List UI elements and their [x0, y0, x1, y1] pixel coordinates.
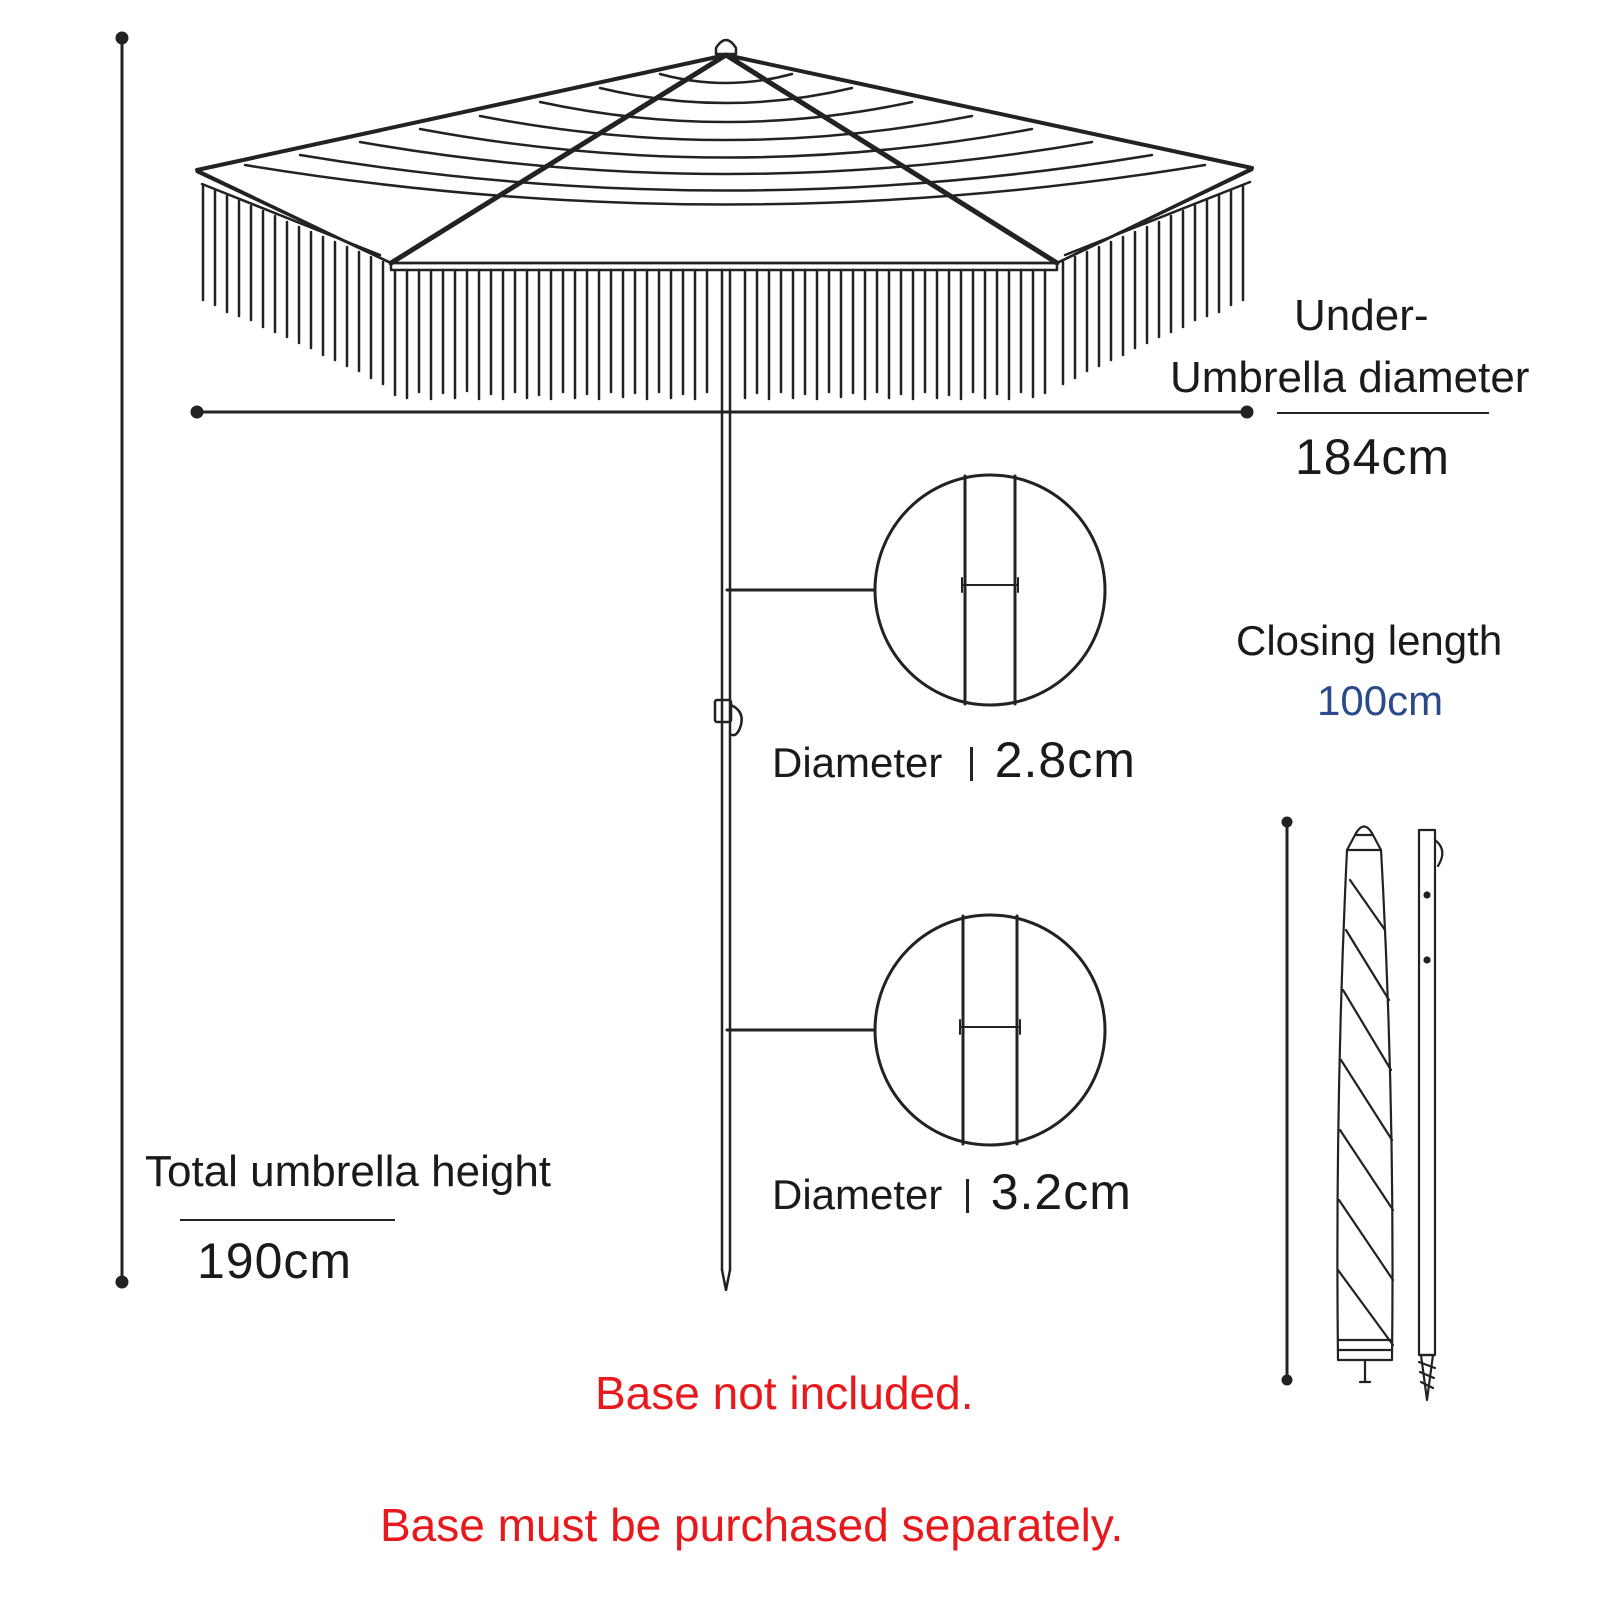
diameter-value-rule: [1277, 412, 1489, 414]
pole-bottom-diameter-label: Diameter 3.2cm: [772, 1167, 1132, 1217]
pole-top-separator: [970, 747, 974, 781]
height-value: 190cm: [197, 1233, 353, 1289]
pole-bottom-diameter-value: 3.2cm: [990, 1164, 1132, 1220]
diameter-value: 184cm: [1295, 429, 1451, 485]
closing-length-label: Closing length: [1236, 617, 1503, 664]
notice-base-not-included: Base not included.: [595, 1367, 974, 1419]
height-dimension-line: [115, 31, 129, 1289]
closing-length-value: 100cm: [1317, 677, 1444, 724]
closed-pole: [1417, 828, 1444, 1402]
pole-bottom-diameter-text: Diameter: [772, 1171, 943, 1218]
pole-top-diameter-text: Diameter: [772, 739, 943, 786]
closed-umbrella: [1336, 825, 1395, 1384]
closed-length-dimension-line: [1281, 816, 1293, 1386]
height-value-rule: [180, 1219, 395, 1221]
pole-top-diameter-label: Diameter 2.8cm: [772, 735, 1136, 785]
pole-detail-bottom: [725, 913, 1107, 1147]
pole-detail-top: [725, 473, 1107, 707]
diameter-label-line1: Under-: [1294, 291, 1429, 340]
pole-top-diameter-value: 2.8cm: [994, 732, 1136, 788]
diameter-label-line2: Umbrella diameter: [1170, 353, 1530, 402]
notice-base-purchase-separately: Base must be purchased separately.: [380, 1499, 1124, 1551]
umbrella-canopy: [195, 38, 1254, 401]
height-label: Total umbrella height: [145, 1147, 552, 1196]
umbrella-pole: [713, 268, 743, 1292]
pole-bottom-separator: [966, 1179, 970, 1213]
